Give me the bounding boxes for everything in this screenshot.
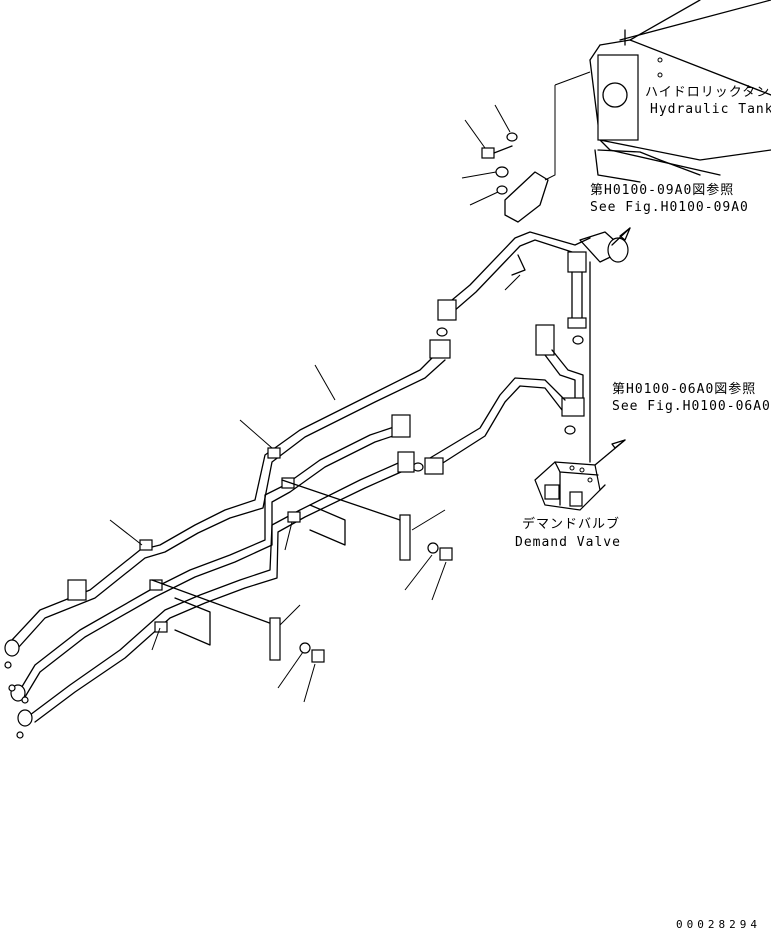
ref-fig-09a0-jp: 第H0100-09A0図参照	[590, 183, 735, 198]
leader-line	[554, 71, 591, 86]
bolt-washer-set	[461, 104, 518, 206]
valve-feed-pipe	[412, 324, 585, 475]
leader-line	[544, 85, 556, 181]
demand-valve-label-jp: デマンドバルブ	[522, 517, 621, 532]
part-number: 00028294	[676, 918, 761, 931]
support-bracket-lower	[151, 579, 325, 703]
support-bracket-upper	[281, 479, 453, 601]
ref-fig-06a0-en: See Fig.H0100-06A0	[612, 399, 771, 414]
demand-valve	[534, 439, 626, 511]
tank-bracket	[504, 171, 549, 223]
hydraulic-tank	[589, 0, 771, 183]
ref-fig-06a0-jp: 第H0100-06A0図参照	[612, 382, 757, 397]
pipe-line-1	[4, 339, 451, 657]
demand-valve-label-en: Demand Valve	[515, 535, 621, 550]
ref-fig-09a0-en: See Fig.H0100-09A0	[590, 200, 749, 215]
hydraulic-tank-label-en: Hydraulic Tank	[650, 102, 771, 117]
hydraulic-tank-label-jp: ハイドロリックタンク	[645, 85, 771, 100]
pipe-line-2	[10, 414, 411, 702]
tank-elbow-fitting	[567, 227, 631, 463]
end-fittings	[4, 661, 29, 739]
pipe-line-3	[17, 451, 415, 727]
pipe-clamps	[109, 419, 301, 651]
return-pipe-upper	[436, 231, 591, 337]
